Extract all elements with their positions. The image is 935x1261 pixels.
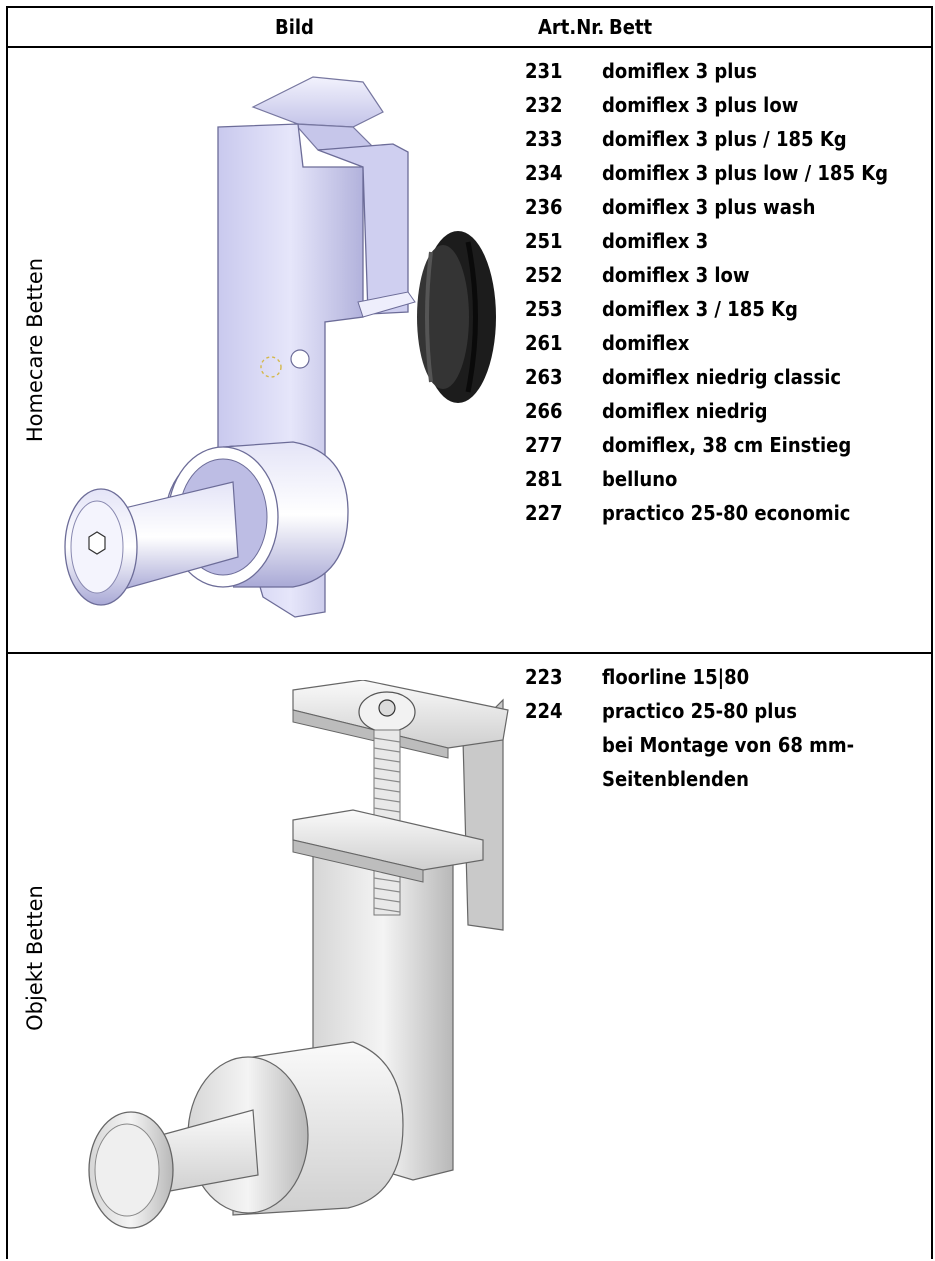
section-divider [8,652,931,654]
screw-head-icon [378,699,396,717]
table-row: bei Montage von 68 mm- [602,733,855,757]
section-label-homecare: Homecare Betten [23,257,48,443]
section-label-objekt: Objekt Betten [23,884,47,1031]
header-divider [8,46,931,48]
knob-icon [417,231,496,403]
header-bild: Bild [275,15,314,39]
objekt-bracket-image [88,680,509,1229]
homecare-bracket-image [64,76,496,618]
header-bett: Bett [609,15,653,39]
article-table: Bild Art.Nr. Bett Homecare Betten [6,6,933,1259]
hex-socket-icon [88,531,106,555]
table-row: Seitenblenden [602,767,749,791]
header-artnr: Art.Nr. [538,15,605,39]
